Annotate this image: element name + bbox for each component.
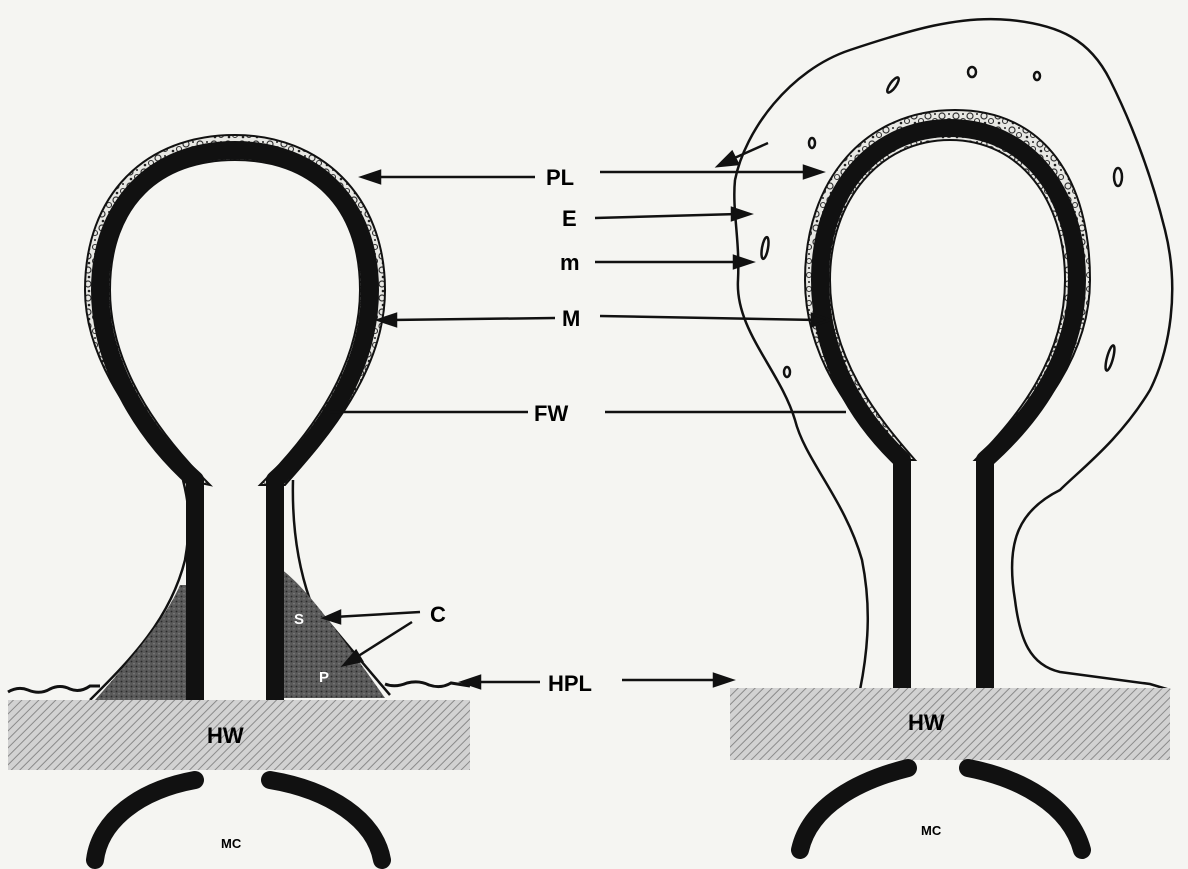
right-structure: [730, 19, 1172, 850]
label-hpl: HPL: [548, 671, 592, 696]
label-pl: PL: [546, 165, 574, 190]
right-vacuole: [1114, 168, 1122, 186]
left-structure: [8, 135, 470, 860]
right-fungal-wall: [820, 128, 1077, 690]
label-e: E: [562, 206, 577, 231]
label-mc-left: MC: [221, 836, 242, 851]
right-vacuole: [760, 237, 770, 260]
label-m-big: M: [562, 306, 580, 331]
right-vacuole: [809, 138, 815, 148]
right-vacuole: [1104, 345, 1117, 372]
right-vacuole: [885, 76, 900, 94]
label-fw: FW: [534, 401, 568, 426]
right-mother-cell-right-arc: [968, 768, 1082, 850]
pointer-arrows: [324, 143, 846, 688]
left-collar-left: [95, 585, 195, 700]
label-s: S: [294, 611, 304, 628]
right-vacuole: [784, 367, 790, 377]
left-mother-cell-right-arc: [270, 780, 382, 860]
right-vacuole: [1034, 72, 1040, 80]
label-c: C: [430, 602, 446, 627]
left-host-membrane-line: [8, 682, 470, 692]
label-hw-right: HW: [908, 710, 945, 735]
label-hw-left: HW: [207, 723, 244, 748]
left-mother-cell-left-arc: [95, 780, 195, 860]
label-p: P: [319, 669, 329, 686]
right-host-wall: [730, 688, 1170, 760]
label-m-small: m: [560, 250, 580, 275]
right-vacuole: [968, 67, 976, 77]
left-collar-right: [275, 565, 385, 698]
right-mother-cell-left-arc: [800, 768, 908, 850]
label-mc-right: MC: [921, 823, 942, 838]
